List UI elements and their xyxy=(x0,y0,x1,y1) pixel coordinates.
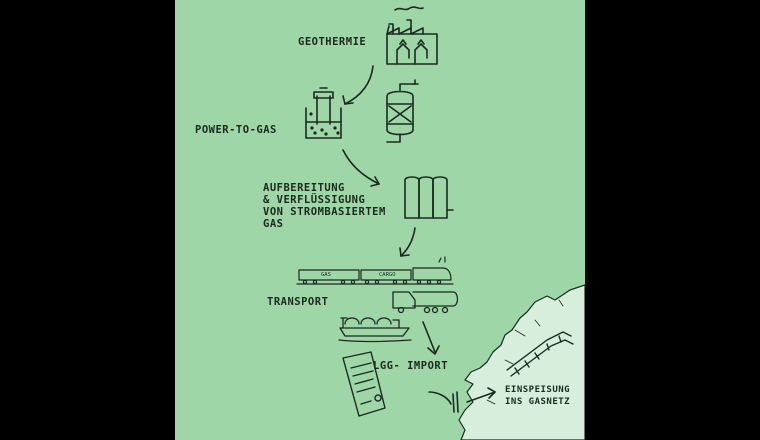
train-icon xyxy=(296,256,454,285)
arrow-6 xyxy=(466,391,496,403)
coastline-land xyxy=(458,284,585,440)
label-aufbereitung: AUFBEREITUNG & VERFLÜSSIGUNG VON STROMBA… xyxy=(263,182,386,230)
inland-lines xyxy=(486,299,564,405)
storage-tanks-icon xyxy=(404,176,454,219)
label-einspeisung: EINSPEISUNG INS GASNETZ xyxy=(505,384,570,408)
aufbereitung-line-3: VON STROMBASIERTEM xyxy=(263,206,386,218)
aufbereitung-line-1: AUFBEREITUNG xyxy=(263,182,345,194)
reactor-icon xyxy=(386,79,419,143)
einspeisung-line-1: EINSPEISUNG xyxy=(505,385,571,395)
arrow-3 xyxy=(400,227,416,257)
einspeisung-line-2: INS GASNETZ xyxy=(505,397,571,407)
label-geothermie: GEOTHERMIE xyxy=(298,36,367,48)
arrow-1 xyxy=(344,65,374,105)
truck-icon xyxy=(392,291,459,314)
pipeline-icon xyxy=(506,331,574,377)
process-sketch xyxy=(296,6,585,440)
arrow-4 xyxy=(422,321,436,353)
label-transport: TRANSPORT xyxy=(267,296,329,308)
lng-ship-icon xyxy=(338,317,412,343)
wagon-gas-label: GAS xyxy=(321,272,331,278)
aufbereitung-line-4: GAS xyxy=(263,218,284,230)
label-power-to-gas: POWER-TO-GAS xyxy=(195,124,277,136)
illustration-panel: GEOTHERMIE POWER-TO-GAS AUFBEREITUNG & V… xyxy=(175,0,585,440)
label-lgg-import: LGG- IMPORT xyxy=(373,360,449,372)
document-icon xyxy=(342,351,386,417)
aufbereitung-line-2: & VERFLÜSSIGUNG xyxy=(263,194,366,206)
wagon-cargo-label: CARGO xyxy=(379,272,396,278)
arrow-5 xyxy=(428,391,452,405)
arrow-2 xyxy=(342,149,380,185)
electrolyzer-icon xyxy=(305,87,342,139)
factory-icon xyxy=(386,6,438,65)
